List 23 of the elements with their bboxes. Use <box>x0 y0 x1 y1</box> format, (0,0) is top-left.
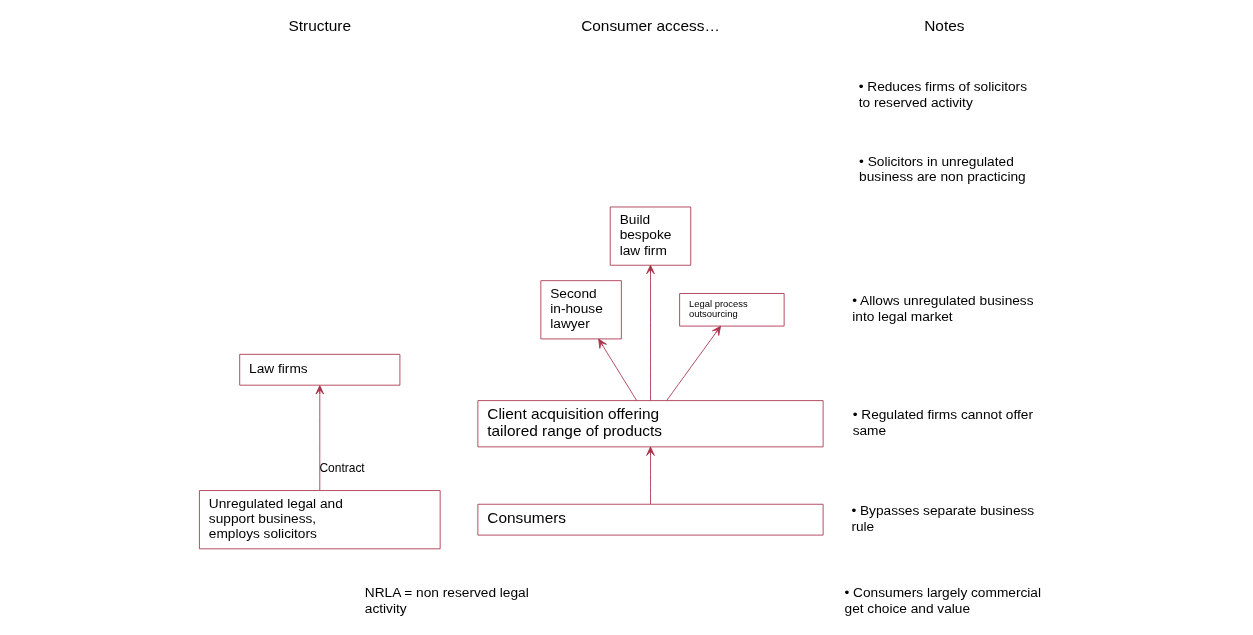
node-box: Unregulated legal and support business, employs solicitors <box>199 490 441 550</box>
label: • Allows unregulated business into legal market <box>852 293 1034 324</box>
node-box: Build bespoke law firm <box>609 206 692 266</box>
edge-label: Contract <box>319 460 365 475</box>
label: NRLA = non reserved legal activity <box>364 585 529 616</box>
label: • Consumers largely commercial get choice and value <box>844 585 1042 616</box>
node-box: Second in-house lawyer <box>540 280 622 340</box>
label: • Regulated firms cannot offer same <box>852 407 1033 438</box>
node-box: Client acquisition offering tailored range of products <box>477 400 824 448</box>
label: • Bypasses separate business rule <box>851 503 1035 534</box>
arrow <box>598 338 638 401</box>
node-box: Consumers <box>477 503 824 536</box>
arrow <box>646 264 655 401</box>
label: Notes <box>924 16 965 34</box>
label: • Reduces firms of solicitors to reserved activity <box>858 79 1027 110</box>
node-box: Legal process outsourcing <box>679 293 785 327</box>
label: Consumer access… <box>581 16 720 34</box>
arrow <box>315 385 325 491</box>
label: Structure <box>288 16 352 34</box>
arrow <box>646 446 655 505</box>
node-box: Law firms <box>239 353 401 386</box>
arrow <box>666 325 722 401</box>
label: • Solicitors in unregulated business are non practicing <box>859 153 1026 185</box>
